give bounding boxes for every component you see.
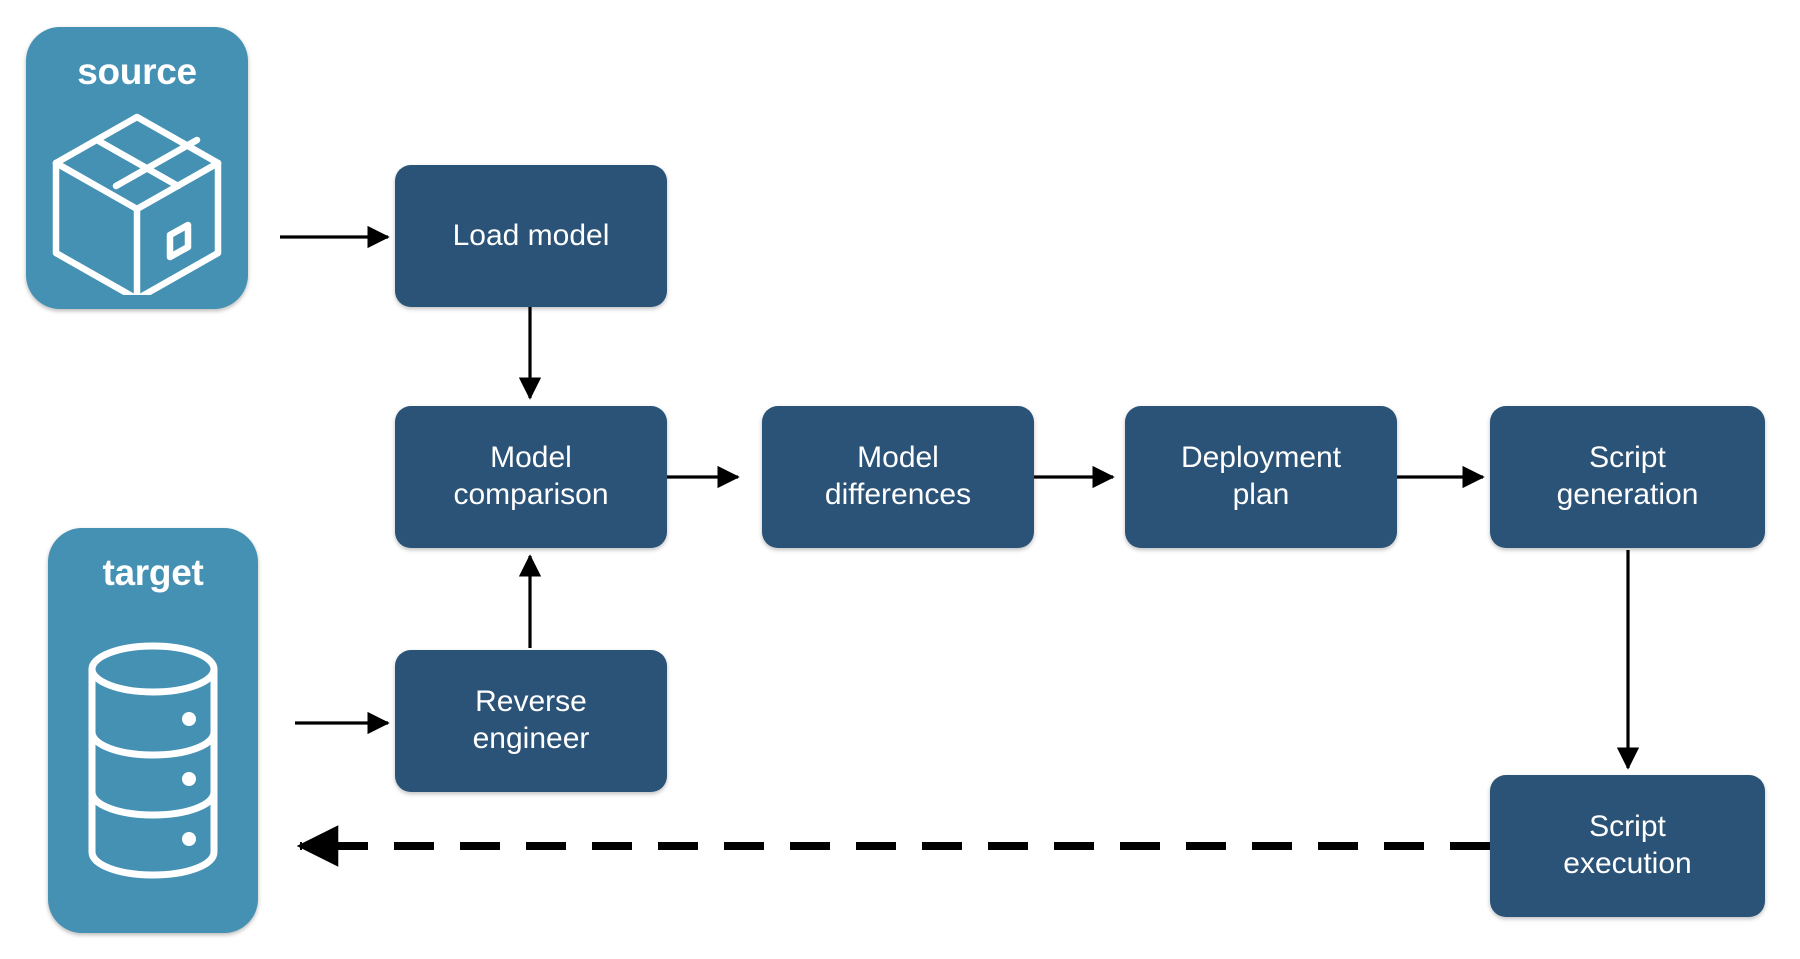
process-label-reverse-engineer: Reverse engineer <box>472 685 590 755</box>
process-label-script-generation: Script generation <box>1556 441 1699 511</box>
endpoint-card-source[interactable]: source <box>26 27 248 309</box>
process-label-load-model: Load model <box>452 218 610 252</box>
endpoint-title-source: source <box>77 51 197 92</box>
package-box-icon <box>26 90 248 309</box>
database-cylinder-icon <box>48 591 258 933</box>
process-label-model-differences: Model differences <box>824 441 972 511</box>
endpoint-card-target[interactable]: target <box>48 528 258 933</box>
process-box-script-execution[interactable]: Script execution <box>1490 775 1765 917</box>
endpoint-title-target: target <box>102 552 204 593</box>
process-box-model-differences[interactable]: Model differences <box>762 406 1034 548</box>
process-box-reverse-engineer[interactable]: Reverse engineer <box>395 650 667 792</box>
process-box-model-comparison[interactable]: Model comparison <box>395 406 667 548</box>
process-box-load-model[interactable]: Load model <box>395 165 667 307</box>
process-box-script-generation[interactable]: Script generation <box>1490 406 1765 548</box>
process-label-deployment-plan: Deployment plan <box>1180 441 1342 511</box>
process-label-model-comparison: Model comparison <box>453 441 609 511</box>
process-label-script-execution: Script execution <box>1563 810 1692 880</box>
process-box-deployment-plan[interactable]: Deployment plan <box>1125 406 1397 548</box>
